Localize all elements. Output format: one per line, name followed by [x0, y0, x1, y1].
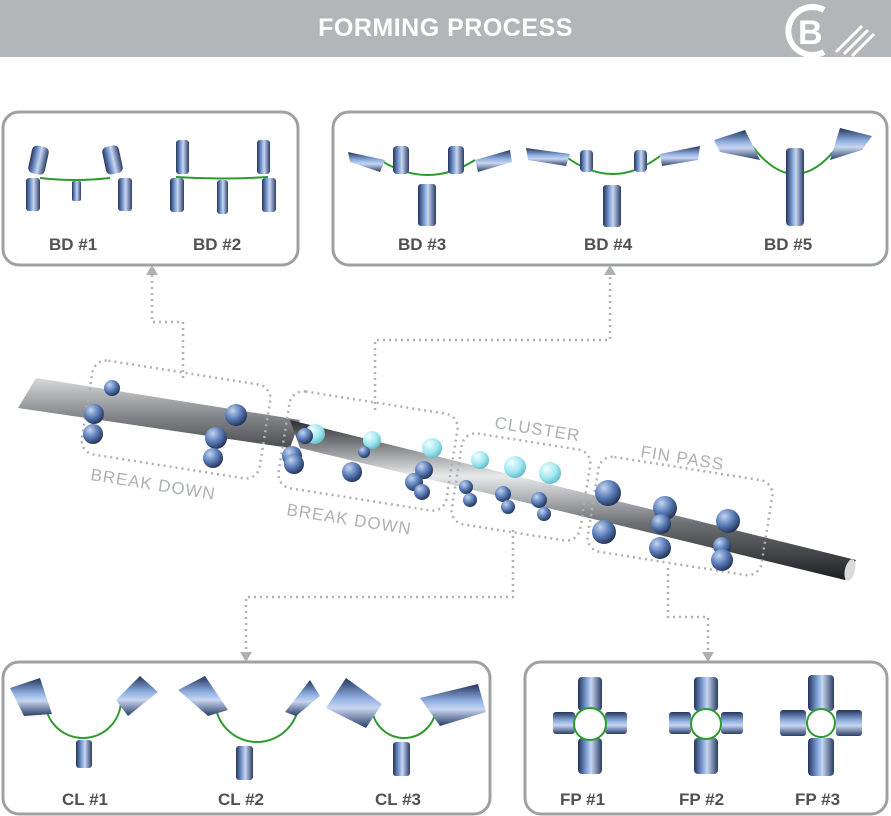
label-break-down-1: BREAK DOWN	[89, 465, 217, 504]
arrowheads	[146, 265, 714, 662]
cl3-rolls	[326, 678, 486, 776]
bd5-rolls	[714, 128, 872, 226]
company-logo: B	[785, 4, 876, 58]
label-cl1: CL #1	[62, 790, 108, 809]
group-boxes	[80, 359, 774, 577]
label-fin-pass: FIN PASS	[639, 442, 725, 474]
label-break-down-2: BREAK DOWN	[285, 500, 413, 539]
fp3-rolls	[780, 675, 862, 776]
logo-letter: B	[798, 14, 823, 52]
label-bd4: BD #4	[584, 235, 633, 254]
label-bd5: BD #5	[764, 235, 812, 254]
bd3-rolls	[348, 146, 512, 226]
label-fp1: FP #1	[560, 790, 605, 809]
cl1-rolls	[10, 676, 158, 768]
label-bd1: BD #1	[49, 235, 97, 254]
panel-bd12	[1, 110, 300, 267]
label-bd2: BD #2	[193, 235, 241, 254]
page-title: FORMING PROCESS	[318, 14, 573, 42]
formed-tube	[290, 420, 856, 581]
fp1-rolls	[553, 677, 627, 774]
label-fp2: FP #2	[679, 790, 724, 809]
title-bar	[0, 0, 891, 57]
label-bd3: BD #3	[398, 235, 446, 254]
label-cl3: CL #3	[375, 790, 421, 809]
label-fp3: FP #3	[795, 790, 840, 809]
bd4-rolls	[526, 146, 700, 227]
label-cluster: CLUSTER	[493, 413, 581, 445]
fp2-rolls	[669, 677, 743, 774]
strip-flat	[18, 378, 300, 448]
label-cl2: CL #2	[218, 790, 264, 809]
cl2-rolls	[178, 676, 320, 780]
connectors	[150, 272, 710, 655]
bd1-rolls	[26, 145, 132, 211]
line-rolls-cluster	[459, 451, 561, 521]
bd2-rolls	[170, 140, 276, 214]
line-rolls-bd2	[282, 424, 442, 500]
line-rolls-bd1	[83, 380, 247, 468]
line-rolls-fin	[592, 480, 740, 571]
